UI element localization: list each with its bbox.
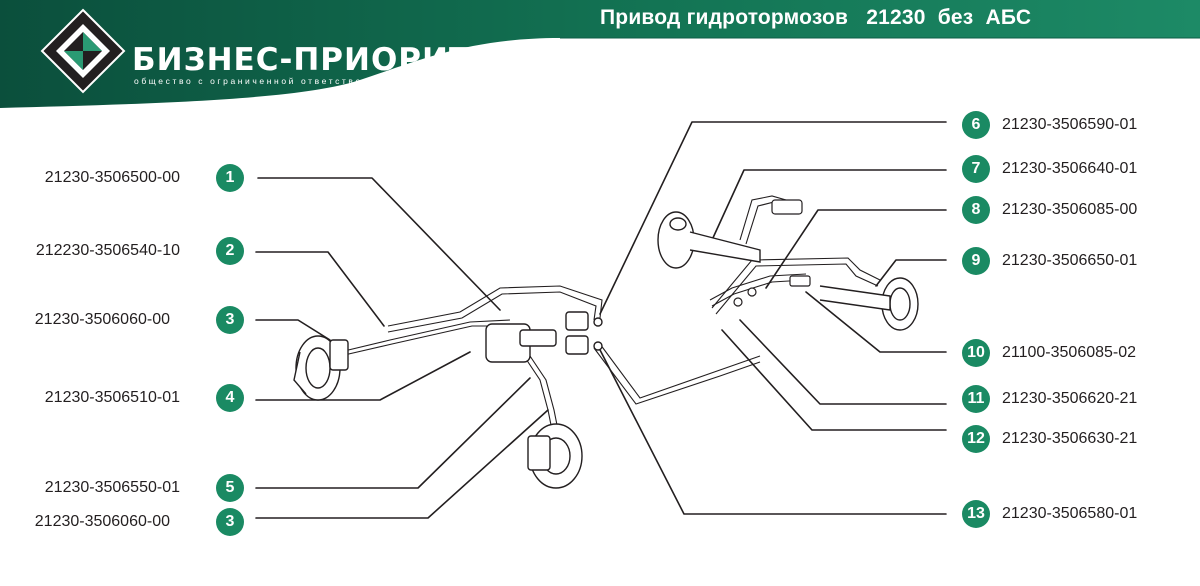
number-badge: 11 (962, 385, 990, 413)
part-code: 21230-3506060-00 (34, 311, 170, 328)
rear-axle-right-drum (819, 277, 919, 331)
brand-tagline: общество с ограниченной ответственностью (134, 76, 415, 86)
pipe-front-left-a (339, 319, 511, 353)
pipe-front-right-b (525, 349, 559, 431)
part-code: 21230-3506060-00 (34, 513, 170, 530)
leader-line-10 (805, 291, 947, 353)
front-left-brake-disc (293, 335, 349, 401)
pipe-front-left-b (339, 325, 510, 357)
pipe-rear-b (593, 347, 761, 405)
leader-line-6 (599, 121, 947, 315)
pipe-rear-axle-b (715, 263, 879, 315)
part-code: 21230-3506620-21 (1002, 390, 1138, 407)
part-code: 21230-3506590-01 (1002, 116, 1138, 133)
pipe-main-upper-b (387, 291, 597, 333)
number-badge: 13 (962, 500, 990, 528)
part-code: 21230-3506630-21 (1002, 430, 1138, 447)
number-badge: 5 (216, 474, 244, 502)
number-badge: 6 (962, 111, 990, 139)
leader-line-4 (255, 351, 471, 401)
pipe-main-upper-a (387, 285, 603, 327)
part-code: 21230-3506550-01 (44, 479, 180, 496)
leader-line-3 (255, 319, 331, 341)
rear-fittings (733, 199, 811, 307)
pipe-rear-a (599, 343, 761, 399)
pipe-regulator-a (709, 273, 807, 301)
page-title: Привод гидротормозов 21230 без АБС (600, 6, 1032, 29)
part-code: 212230-3506540-10 (35, 242, 180, 259)
number-badge: 2 (216, 237, 244, 265)
leader-line-13 (597, 345, 947, 515)
leader-line-12 (721, 329, 947, 431)
number-badge: 12 (962, 425, 990, 453)
part-code: 21230-3506640-01 (1002, 160, 1138, 177)
front-right-brake-disc (527, 423, 583, 489)
company-logo-icon (40, 8, 126, 94)
number-badge: 4 (216, 384, 244, 412)
part-code: 21230-3506085-00 (1002, 201, 1138, 218)
leader-line-2 (255, 251, 385, 327)
part-code: 21230-3506650-01 (1002, 252, 1138, 269)
pipe-rear-axle-a (711, 257, 881, 309)
rear-axle-left-drum (657, 211, 761, 269)
leader-line-1 (257, 177, 501, 311)
leader-line-7 (711, 169, 947, 241)
header-band (0, 0, 1200, 108)
leader-line-9 (875, 259, 947, 287)
number-badge: 3 (216, 508, 244, 536)
number-badge: 9 (962, 247, 990, 275)
master-cylinder (485, 311, 603, 363)
number-badge: 10 (962, 339, 990, 367)
leader-line-11 (739, 319, 947, 405)
number-badge: 3 (216, 306, 244, 334)
leader-line-5 (255, 377, 531, 489)
leader-line-8 (765, 209, 947, 289)
part-code: 21230-3506500-00 (44, 169, 180, 186)
number-badge: 7 (962, 155, 990, 183)
number-badge: 1 (216, 164, 244, 192)
part-code: 21230-3506510-01 (44, 389, 180, 406)
brand-name: БИЗНЕС-ПРИОРИТЕТ (132, 42, 516, 78)
part-code: 21100-3506085-02 (1002, 344, 1137, 361)
number-badge: 8 (962, 196, 990, 224)
pipe-front-right-a (519, 349, 553, 431)
part-code: 21230-3506580-01 (1002, 505, 1138, 522)
leader-line-3b (255, 409, 549, 519)
